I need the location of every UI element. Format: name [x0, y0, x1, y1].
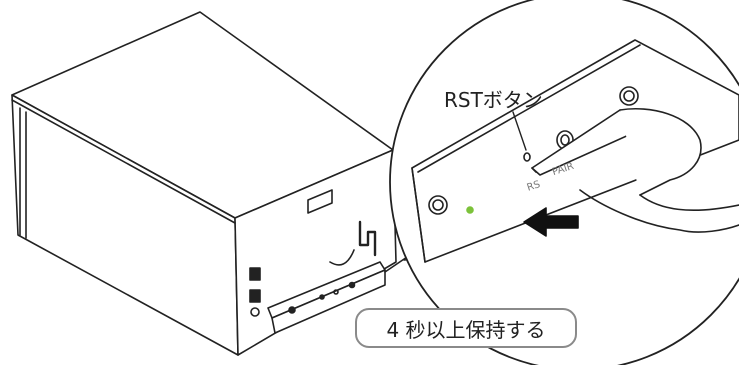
hold-callout-text: 4 秒以上保持する	[386, 317, 546, 342]
device-body	[11, 11, 397, 356]
pen-tip-icon	[531, 108, 739, 233]
status-led	[466, 206, 474, 214]
rst-button-label: RSTボタン	[444, 88, 543, 112]
hold-callout: 4 秒以上保持する	[355, 308, 577, 348]
press-arrow-icon	[523, 207, 579, 237]
